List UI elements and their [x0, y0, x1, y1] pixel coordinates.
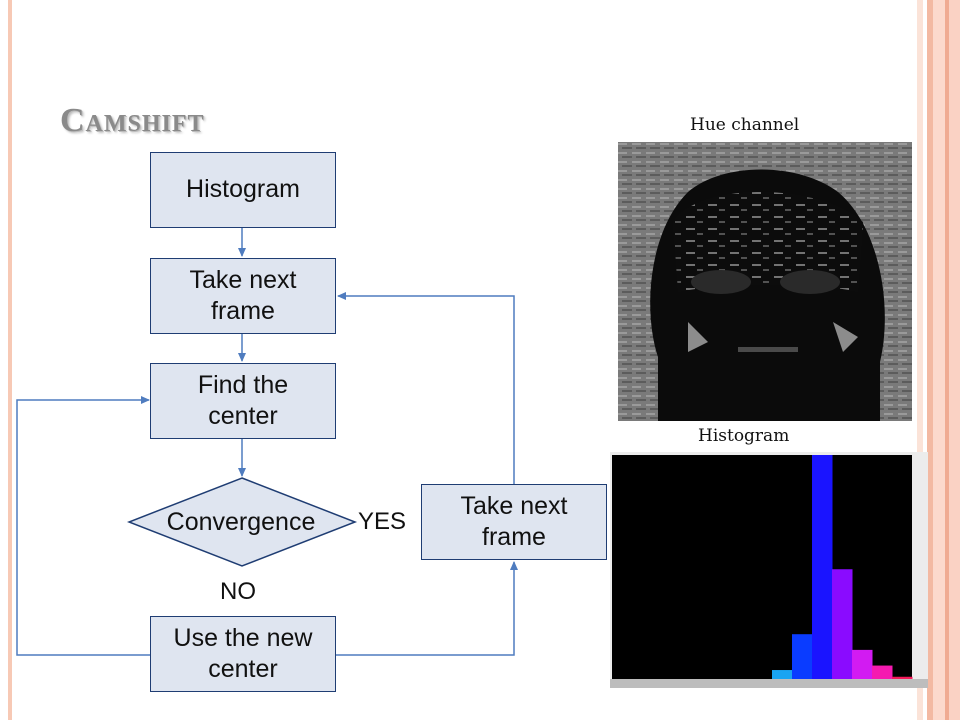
histogram-panel	[610, 452, 928, 688]
slide-frame-left	[8, 0, 12, 720]
node-use-new-center: Use the new center	[150, 616, 336, 692]
histogram-bar	[872, 665, 893, 679]
histogram-baseline	[610, 679, 928, 688]
node-find-center-label: Find the center	[197, 370, 289, 430]
hue-channel-face	[618, 142, 912, 421]
hue-channel-image	[618, 142, 912, 421]
histogram-bar	[852, 649, 873, 679]
histogram-caption: Histogram	[698, 426, 790, 446]
node-take-next-frame-2-label: Take next frame	[460, 491, 568, 551]
edge-label-yes: YES	[358, 508, 407, 535]
node-find-center: Find the center	[150, 363, 336, 439]
convergence-diamond	[126, 477, 358, 567]
arrow-frame2-to-frame1	[337, 292, 515, 484]
node-take-next-frame-1: Take next frame	[150, 258, 336, 334]
slide-title: Camshift	[60, 102, 205, 139]
node-use-new-center-label: Use the new center	[173, 623, 313, 683]
histogram-plot-area	[612, 455, 912, 679]
histogram-bar	[772, 670, 793, 679]
histogram-bar	[792, 634, 813, 679]
hue-channel-caption: Hue channel	[690, 115, 800, 135]
arrow-newcenter-to-frame2	[336, 561, 518, 656]
histogram-bar	[812, 455, 833, 679]
node-take-next-frame-2: Take next frame	[421, 484, 607, 560]
histogram-chart	[610, 455, 928, 688]
node-convergence-label: Convergence	[166, 508, 316, 536]
arrow-newcenter-loop-to-center	[16, 396, 150, 656]
node-take-next-frame-1-label: Take next frame	[189, 265, 297, 325]
node-histogram: Histogram	[150, 152, 336, 228]
histogram-bar	[832, 569, 853, 679]
node-histogram-label: Histogram	[186, 175, 300, 204]
histogram-bar	[892, 676, 913, 679]
edge-label-no: NO	[220, 578, 256, 605]
